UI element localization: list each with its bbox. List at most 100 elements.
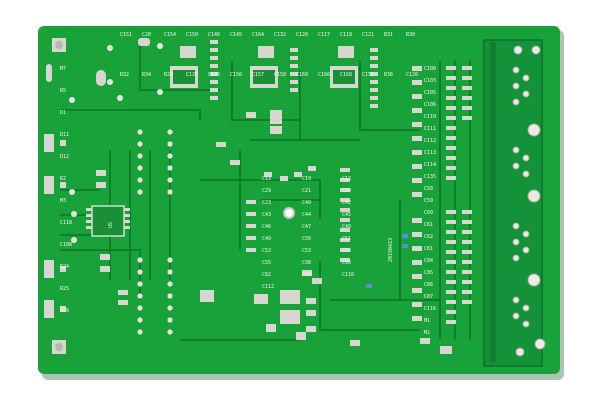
silk-label-c43: C43 [262,212,271,218]
silk-label-c29: C29 [262,188,271,194]
silk-label-c110: C110 [424,114,436,120]
silk-label-c100: C100 [424,66,436,72]
silk-label-c98: C98 [302,260,311,266]
resistor-array [446,66,472,324]
silk-label-c154: C154 [164,32,176,38]
silk-label-c50: C50 [302,236,311,242]
silk-label-r30: R30 [406,32,415,38]
silk-label-c112: C112 [262,284,274,290]
silk-label-r24: R24 [60,264,69,270]
silk-label-c61: C61 [424,222,433,228]
silk-label-c125: C125 [186,72,198,78]
silk-label-c84: C84 [424,258,433,264]
silk-label-c81: C81 [424,246,433,252]
silk-label-d11: D11 [60,132,69,138]
silk-label-c54: C54 [342,248,351,254]
blue-pads [366,234,408,288]
silk-label-c151: C151 [120,32,132,38]
silk-label-c126: C126 [406,72,418,78]
silk-label-c150: C150 [186,32,198,38]
silk-label-c48: C48 [342,224,351,230]
silk-label-c103: C103 [424,78,436,84]
silk-label-c23: C23 [262,200,271,206]
u5-chip [86,205,130,237]
silk-label-c42: C42 [342,200,351,206]
chip-label-u5: U5 [108,222,114,228]
silk-label-c160: C160 [296,72,308,78]
silk-label-r29: R29 [164,72,173,78]
silk-label-c53: C53 [302,248,311,254]
smd-components [118,40,452,354]
mounting-holes [52,38,295,354]
silk-label-c145: C145 [230,32,242,38]
silk-label-c47: C47 [302,224,311,230]
silk-label-c12: C12 [342,176,351,182]
silk-label-c87: C87 [424,294,433,300]
silk-label-c120: C120 [296,32,308,38]
silk-label-c112: C112 [424,138,436,144]
silk-label-c58: C58 [424,186,433,192]
silk-label-r26: R26 [60,308,69,314]
silk-label-c83: C83 [302,272,311,278]
silk-label-c119: C119 [340,32,352,38]
silk-label-c168: C168 [340,72,352,78]
silk-label-c116: C116 [342,272,354,278]
date-code: 20190423 [388,238,394,262]
silk-label-c114: C114 [424,162,436,168]
silk-label-d1: D1 [60,110,66,116]
silk-label-c49: C49 [262,236,271,242]
silk-label-c117: C117 [318,32,330,38]
silk-label-c157: C157 [252,72,264,78]
silk-label-r2: R2 [60,176,66,182]
silk-label-c164: C164 [252,32,264,38]
silk-label-c106: C106 [424,102,436,108]
silk-label-c116: C116 [424,306,436,312]
silk-label-c113: C113 [424,150,436,156]
silk-label-c21: C21 [302,188,311,194]
edge-cutout [490,42,496,362]
oval-pads [46,38,150,86]
silk-label-c121: C121 [362,32,374,38]
silk-label-r32: R32 [120,72,129,78]
silk-label-c105: C105 [424,90,436,96]
silk-label-c126: C126 [208,72,220,78]
silk-label-c156: C156 [230,72,242,78]
silk-label-c108: C108 [60,242,72,248]
connector-holes [512,45,546,357]
top-ics [170,46,358,88]
silk-label-m7: M7 [60,66,66,72]
silk-label-r25: R25 [60,286,69,292]
silk-label-c62: C62 [424,234,433,240]
silk-label-c13: C13 [262,176,271,182]
silk-label-c146: C146 [208,32,220,38]
silk-label-r36: R36 [384,72,393,78]
silk-label-c20: C20 [142,32,151,38]
silk-label-m1: M1 [424,318,430,324]
silk-label-c52: C52 [262,248,271,254]
silk-label-c51: C51 [342,236,351,242]
silk-label-c132: C132 [274,32,286,38]
silk-label-c82: C82 [262,272,271,278]
via-array-left [69,43,173,335]
silk-label-c111: C111 [424,126,436,132]
silk-label-c44: C44 [302,212,311,218]
silk-label-m2: M2 [424,330,430,336]
silk-label-c135: C135 [424,174,436,180]
silk-label-c86: C86 [424,282,433,288]
silk-label-d12: D12 [60,154,69,160]
silk-label-c166: C166 [318,72,330,78]
silk-label-c45: C45 [342,212,351,218]
silk-label-c19: C19 [302,176,311,182]
silk-label-c85: C85 [424,270,433,276]
silk-label-r5: R5 [60,88,66,94]
silk-label-r34: R34 [142,72,151,78]
silk-label-c156: C156 [362,72,374,78]
silk-label-m3: M3 [60,198,66,204]
left-pads [44,134,110,318]
silk-label-c55: C55 [262,260,271,266]
silk-label-c46: C46 [262,224,271,230]
silk-label-r31: R31 [384,32,393,38]
silk-label-c158: C158 [274,72,286,78]
